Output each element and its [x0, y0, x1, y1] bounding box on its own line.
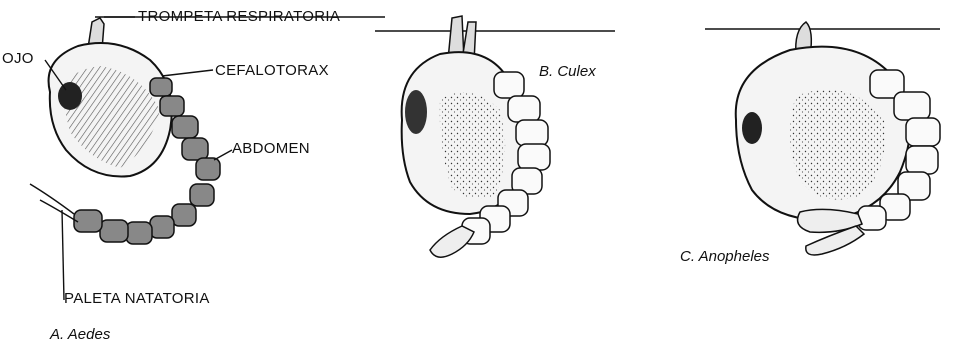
culex-pupa-drawing — [402, 16, 550, 257]
label-ojo: OJO — [2, 50, 34, 67]
caption-anopheles: C. Anopheles — [680, 248, 770, 265]
caption-aedes: A. Aedes — [50, 326, 110, 343]
label-cefalotorax: CEFALOTORAX — [215, 62, 329, 79]
caption-culex: B. Culex — [539, 63, 596, 80]
anopheles-pupa-drawing — [736, 22, 940, 255]
label-paleta-natatoria: PALETA NATATORIA — [64, 290, 210, 307]
label-abdomen: ABDOMEN — [232, 140, 310, 157]
label-trompeta-respiratoria: TROMPETA RESPIRATORIA — [138, 8, 340, 25]
aedes-pupa-drawing — [30, 18, 220, 244]
